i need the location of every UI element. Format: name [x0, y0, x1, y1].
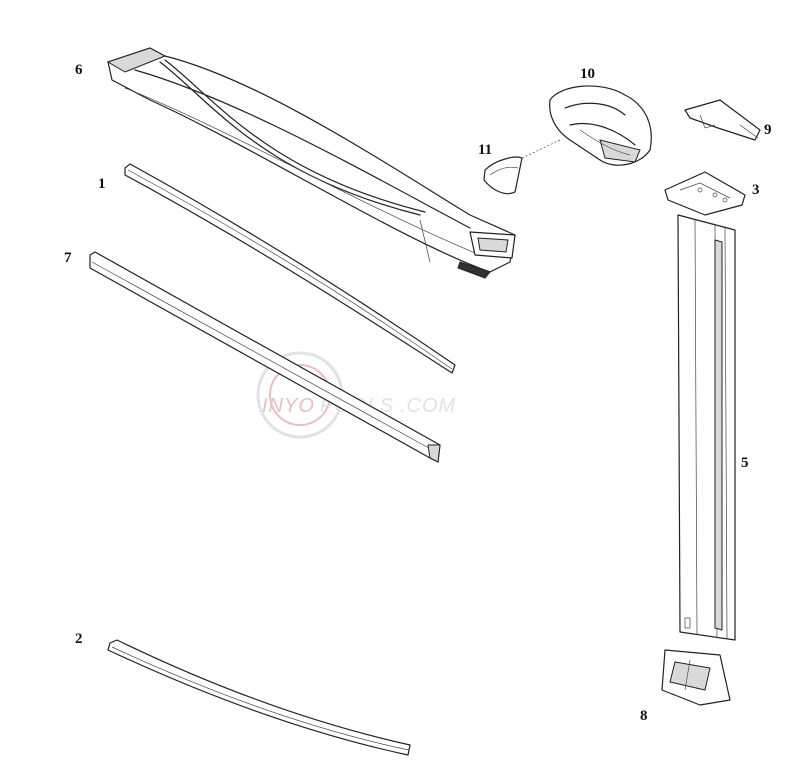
callout-10: 10 [580, 66, 595, 82]
callout-3: 3 [752, 182, 760, 198]
part-11-cap [483, 139, 561, 195]
callout-2: 2 [75, 631, 83, 647]
callout-1: 1 [98, 176, 106, 192]
part-2-bottom-track [107, 639, 411, 756]
watermark-suffix: .COM [400, 395, 456, 417]
callout-9: 9 [764, 122, 772, 138]
callout-7: 7 [64, 250, 72, 266]
watermark-brand: INYO [262, 395, 315, 417]
callout-6: 6 [75, 62, 83, 78]
callout-11: 11 [478, 142, 492, 158]
part-6-top-rail [106, 47, 516, 279]
part-5-upright [677, 214, 736, 641]
part-9-connector [684, 99, 761, 141]
part-8-bottom-shoe [661, 649, 731, 706]
part-3-top-plate [664, 171, 746, 216]
callout-5: 5 [741, 455, 749, 471]
callout-8: 8 [640, 708, 648, 724]
part-1-rail-strip [124, 163, 456, 374]
part-10-top-cap [549, 85, 652, 166]
part-7-stabilizer-rail [89, 251, 441, 463]
